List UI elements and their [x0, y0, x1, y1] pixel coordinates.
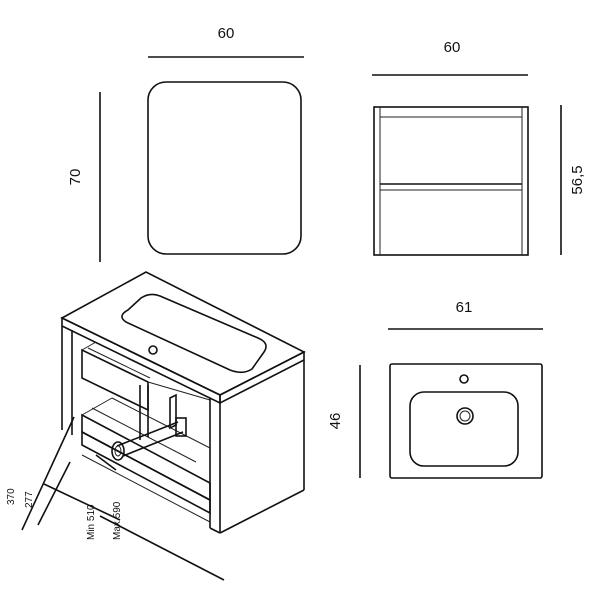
- cabinet-height-label: 56,5: [569, 165, 586, 194]
- upper-drawer-corner: [81, 341, 97, 351]
- cabinet-width-label: 60: [444, 39, 461, 56]
- drain-inner: [459, 410, 471, 422]
- siphon-outlet-inner: [114, 445, 122, 457]
- dim-370-line: [21, 416, 75, 531]
- mirror-width-label: 60: [218, 25, 235, 42]
- dim-min-510-line: [43, 483, 121, 521]
- upper-drawer-side: [147, 381, 211, 401]
- basin-depth-label: 46: [327, 413, 344, 430]
- dim-min-510-label: Min 510: [86, 504, 97, 540]
- lower-drawer-left-side: [81, 397, 113, 416]
- countertop-side-edge: [219, 350, 305, 405]
- cabinet-plinth-line: [81, 454, 211, 523]
- dim-max-590-label: Max 590: [112, 501, 123, 540]
- basin-top-outline: [389, 363, 543, 479]
- dim-370-label: 370: [6, 488, 17, 505]
- dim-max-590-line: [99, 515, 225, 581]
- siphon-trap: [175, 417, 187, 437]
- cabinet-body-outline: [373, 106, 529, 256]
- upper-drawer-front: [81, 348, 149, 412]
- perspective-view: 370 277 Min 510 Max 590: [6, 271, 306, 581]
- countertop-front-edge: [61, 316, 221, 405]
- drain-outer: [456, 407, 474, 425]
- dim-277-line: [37, 461, 71, 526]
- lower-drawer-front-bottom: [81, 430, 211, 515]
- perspective-tap-hole: [148, 345, 158, 355]
- cabinet-front-view: 60 56,5: [372, 39, 586, 256]
- mirror-height-label: 70: [67, 169, 84, 186]
- basin-top-view: 61 46: [327, 299, 543, 479]
- dim-277-label: 277: [24, 491, 35, 508]
- lower-drawer-back-line: [111, 397, 211, 449]
- mirror-view: 60 70: [67, 25, 304, 262]
- lower-drawer-front-top: [81, 413, 211, 502]
- dim-reference-line: [95, 454, 117, 471]
- siphon-pipe-lower: [122, 431, 184, 457]
- cabinet-bottom-right-corner: [209, 527, 221, 534]
- perspective-basin-bowl: [121, 293, 267, 374]
- siphon-outlet-ring: [111, 441, 125, 461]
- upper-drawer-top-line: [87, 347, 151, 379]
- mirror-outline: [147, 81, 302, 255]
- tap-hole: [459, 374, 469, 384]
- basin-bowl-outline: [409, 391, 519, 467]
- cabinet-bottom-side-edge: [219, 489, 305, 534]
- basin-width-label: 61: [456, 299, 473, 316]
